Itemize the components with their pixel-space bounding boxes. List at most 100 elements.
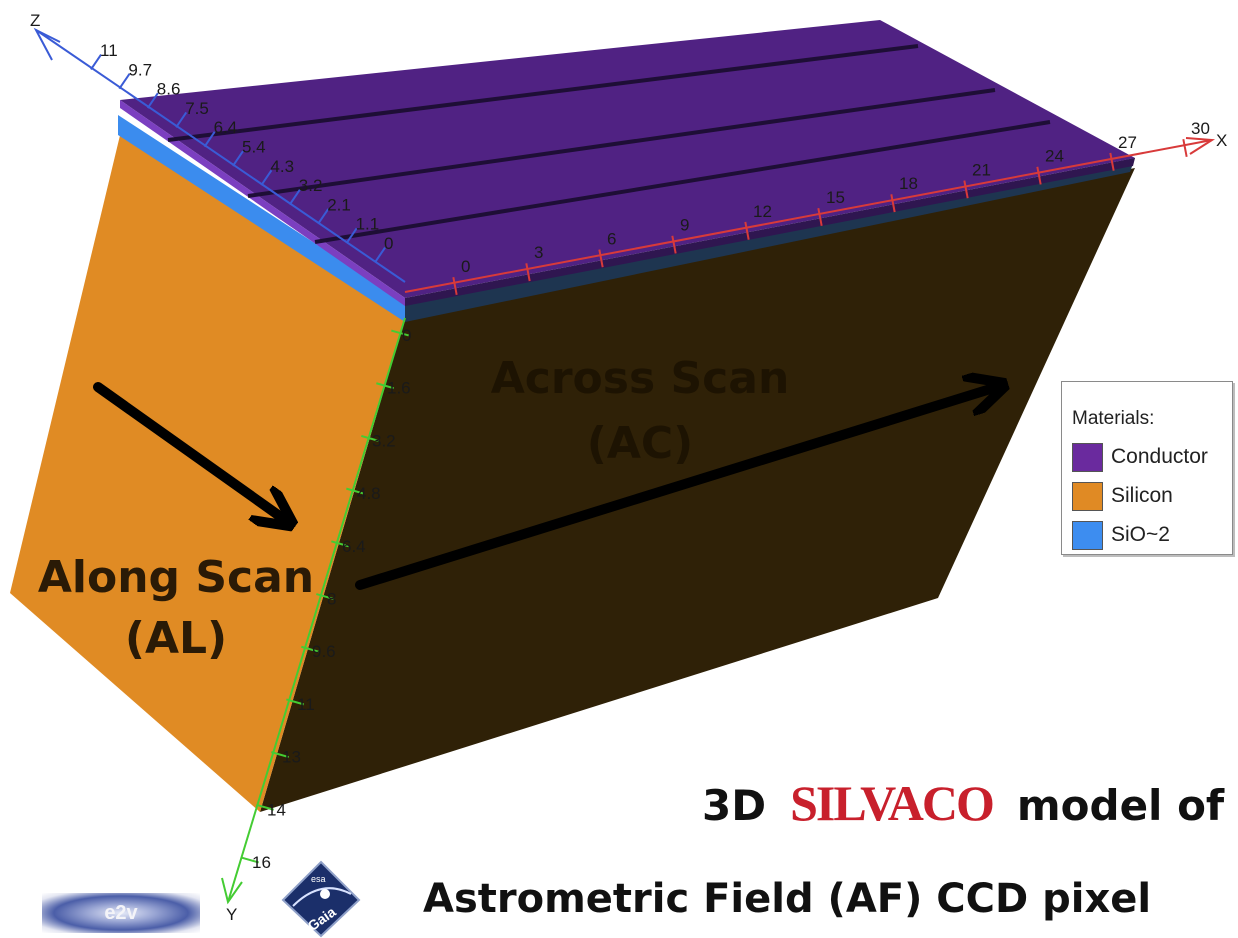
silicon-side-face (260, 168, 1135, 812)
z-axis-tick-label: 7.5 (185, 99, 209, 118)
y-axis-tick (256, 803, 274, 811)
along-scan-arrow (93, 382, 288, 522)
legend-label-sio2: SiO~2 (1111, 523, 1170, 546)
z-axis-tick-label: 2.1 (327, 195, 351, 214)
x-axis-tick-label: 27 (1118, 133, 1137, 152)
materials-legend: Materials: Conductor Silicon SiO~2 (1061, 381, 1233, 555)
z-axis-tick (118, 73, 131, 90)
x-axis-line (404, 139, 1213, 293)
e2v-logo-text: e2v (104, 902, 138, 924)
y-axis-tick (286, 698, 304, 706)
z-axis-tick-label: 6.4 (214, 118, 238, 137)
legend-swatch-sio2 (1072, 520, 1103, 550)
y-axis-tick-label: 4.8 (357, 484, 381, 503)
z-axis-tick-label: 3.2 (299, 176, 323, 195)
z-axis-tick (317, 208, 330, 225)
z-axis-tick-label: 4.3 (270, 157, 294, 176)
x-axis-tick (525, 263, 531, 282)
y-axis-tick-label: 9.6 (312, 642, 336, 661)
y-axis-tick-label: 3.2 (372, 431, 396, 450)
x-axis-name: X (1216, 131, 1227, 150)
x-axis-tick-label: 24 (1045, 147, 1064, 166)
z-axis-arrowhead (33, 27, 61, 61)
legend-item-silicon: Silicon (1072, 481, 1173, 511)
x-axis-tick-label: 21 (972, 160, 991, 179)
y-axis-tick (316, 593, 334, 600)
z-axis-tick-label: 9.7 (128, 60, 152, 79)
z-axis-tick (374, 246, 386, 264)
z-axis-tick (175, 111, 188, 128)
z-axis-tick (146, 92, 159, 109)
across-scan-label: Across Scan (491, 353, 790, 404)
x-axis-tick-label: 18 (899, 174, 918, 193)
y-axis-tick-label: 11 (297, 695, 315, 714)
legend-item-sio2: SiO~2 (1072, 520, 1170, 550)
y-axis-tick (391, 329, 409, 337)
z-axis-tick (203, 131, 216, 148)
x-axis-tick-label: 0 (461, 257, 470, 276)
z-axis-tick (345, 227, 358, 244)
z-axis-tick-label: 1.1 (356, 215, 380, 234)
z-axis-tick-label: 11 (100, 41, 118, 60)
x-axis-tick-label: 30 (1191, 119, 1210, 138)
z-axis-name: Z (30, 11, 40, 30)
y-axis-tick-label: 0 (402, 326, 411, 345)
legend-label-conductor: Conductor (1111, 445, 1208, 468)
y-axis-tick (331, 540, 349, 548)
x-axis-tick (671, 235, 677, 254)
across-scan-arrow (355, 386, 1000, 590)
z-axis-tick (90, 53, 102, 71)
x-axis-tick (817, 207, 823, 227)
x-axis-tick (1036, 166, 1042, 185)
x-axis-tick-label: 6 (607, 229, 616, 248)
y-axis-tick (271, 751, 289, 759)
legend-swatch-silicon (1072, 481, 1103, 511)
x-axis-tick (1182, 138, 1188, 158)
y-axis-tick (361, 434, 379, 442)
e2v-logo: e2v (42, 893, 200, 933)
across-scan-abbrev: (AC) (587, 418, 694, 469)
silvaco-logo: SILVACO (790, 775, 995, 831)
x-axis-tick (963, 180, 969, 199)
z-axis-tick-label: 0 (384, 234, 393, 253)
x-axis-tick-label: 12 (753, 202, 772, 221)
gaia-logo: esa Gaia (281, 860, 361, 938)
x-axis-arrowhead (1185, 137, 1216, 155)
y-axis-arrowhead (221, 877, 243, 905)
conductor-top (120, 20, 1135, 298)
legend-swatch-conductor (1072, 442, 1103, 472)
conductor-front-edge (120, 100, 405, 306)
y-axis-tick (376, 382, 394, 390)
caption-model-of: model of (1016, 781, 1225, 830)
legend-item-conductor: Conductor (1072, 442, 1208, 472)
z-axis-line (35, 29, 406, 283)
x-axis-tick-label: 15 (826, 188, 845, 207)
z-axis-ticks: 11 9.7 8.67.5 6.45.44.3 3.22.1 1.10 (90, 41, 393, 264)
y-axis-tick (301, 645, 319, 653)
y-axis-tick-label: 14 (267, 800, 286, 819)
y-axis-tick-label: 8 (327, 590, 336, 609)
y-axis-tick (241, 856, 259, 864)
legend-title: Materials: (1072, 408, 1155, 429)
x-axis-tick (452, 276, 458, 296)
y-axis-tick-label: 6.4 (342, 537, 366, 556)
caption-3d: 3D (702, 781, 767, 830)
z-axis-tick (260, 169, 273, 186)
x-axis-tick-label: 3 (534, 243, 543, 262)
z-axis-tick-label: 8.6 (157, 80, 181, 99)
z-axis-tick (288, 189, 301, 206)
x-axis-tick (598, 249, 604, 268)
conductor-side-edge (405, 158, 1135, 306)
y-axis-name: Y (226, 905, 237, 924)
x-axis-tick (1109, 152, 1115, 171)
oxide-layer (118, 115, 405, 322)
gate-gaps (167, 44, 1051, 244)
y-axis-tick-label: 1.6 (387, 379, 411, 398)
caption-line-1: 3D SILVACO model of (702, 776, 1224, 833)
z-axis-tick-label: 5.4 (242, 138, 266, 157)
x-axis-tick (890, 194, 896, 213)
along-scan-label: Along Scan (38, 552, 314, 603)
